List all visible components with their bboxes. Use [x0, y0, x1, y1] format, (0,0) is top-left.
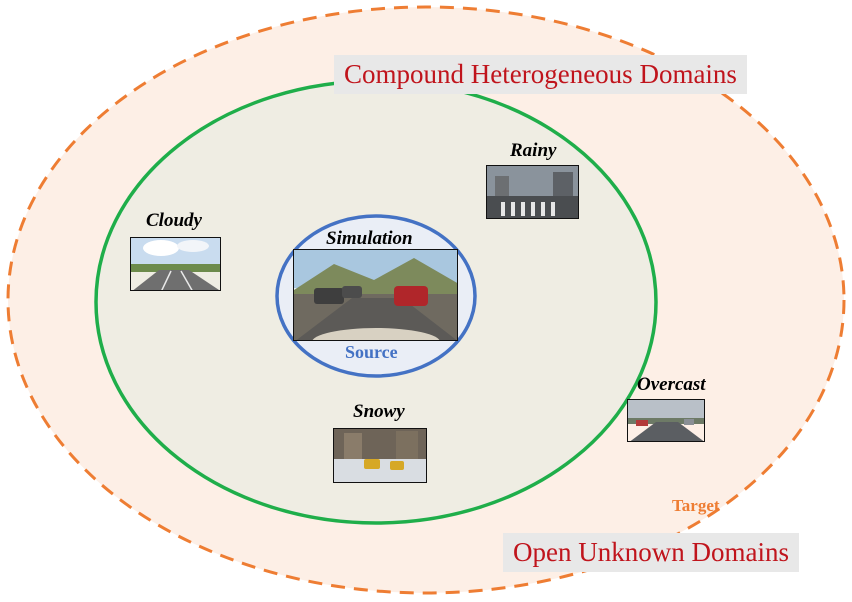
snowy-image: [333, 428, 427, 483]
overcast-image: [627, 399, 705, 442]
simulation-label: Simulation: [326, 228, 413, 249]
simulation-scene: [294, 250, 457, 340]
overcast-scene: [628, 400, 704, 441]
cloudy-scene: [131, 238, 220, 290]
open-domains-title: Open Unknown Domains: [503, 533, 799, 572]
simulation-image: [293, 249, 458, 341]
rainy-image: [486, 165, 579, 219]
snowy-label: Snowy: [353, 401, 405, 422]
source-caption: Source: [345, 342, 398, 362]
target-caption: Target: [672, 496, 720, 515]
cloudy-label: Cloudy: [146, 210, 202, 231]
cloudy-image: [130, 237, 221, 291]
snowy-scene: [334, 429, 426, 482]
compound-domains-title: Compound Heterogeneous Domains: [334, 55, 747, 94]
overcast-label: Overcast: [637, 374, 706, 395]
rainy-scene: [487, 166, 578, 218]
rainy-label: Rainy: [510, 140, 557, 161]
